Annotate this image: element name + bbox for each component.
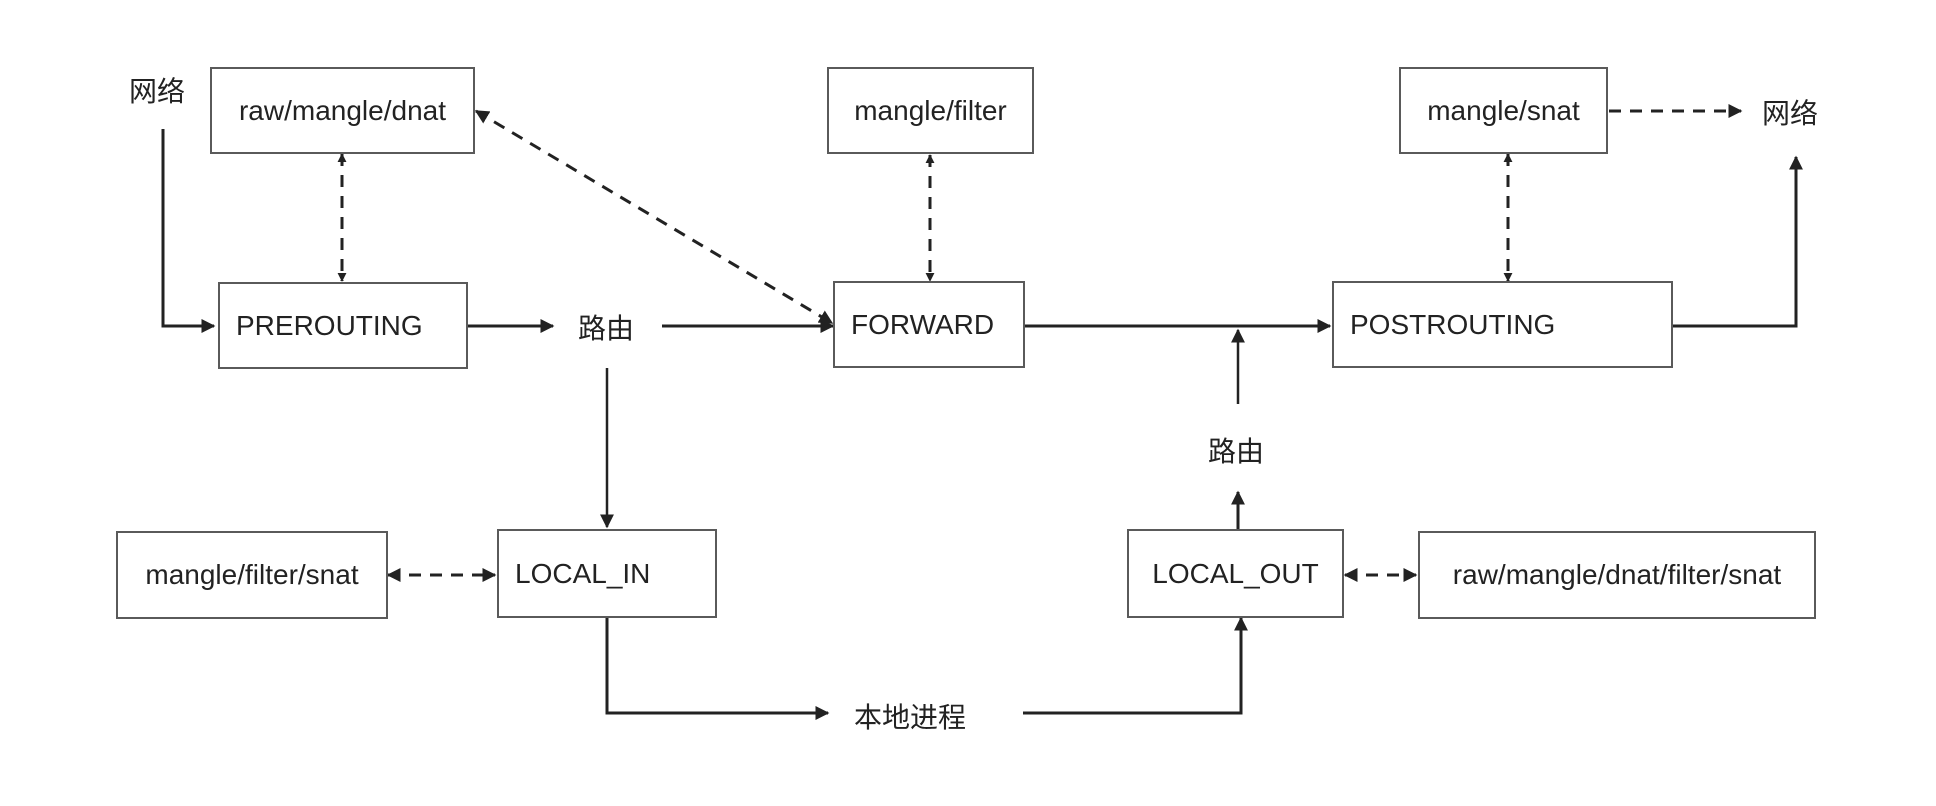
label-local-process: 本地进程 [853, 701, 967, 734]
node-forward: FORWARD [833, 281, 1025, 368]
node-postrouting: POSTROUTING [1332, 281, 1673, 368]
edge-postrouting-to-network [1672, 155, 1803, 328]
label-routing-1: 路由 [577, 312, 635, 345]
node-raw-mangle-dnat-filter-snat-label: raw/mangle/dnat/filter/snat [1452, 559, 1782, 590]
node-prerouting-label: PREROUTING [236, 309, 423, 341]
edge-network-to-prerouting [161, 129, 216, 333]
node-raw-mangle-dnat-filter-snat: raw/mangle/dnat/filter/snat [1418, 531, 1816, 619]
node-mangle-snat-label: mangle/snat [1427, 94, 1580, 126]
node-forward-label: FORWARD [851, 308, 995, 340]
label-network-in: 网络 [128, 75, 186, 108]
node-raw-mangle-dnat-label: raw/mangle/dnat [238, 94, 446, 126]
node-postrouting-label: POSTROUTING [1350, 308, 1556, 340]
node-local-in: LOCAL_IN [497, 529, 717, 618]
node-mangle-filter: mangle/filter [827, 67, 1034, 154]
node-local-out-label: LOCAL_OUT [1152, 557, 1319, 589]
node-raw-mangle-dnat: raw/mangle/dnat [210, 67, 475, 154]
node-local-in-label: LOCAL_IN [515, 557, 651, 589]
label-routing-2: 路由 [1207, 435, 1265, 468]
node-mangle-filter-snat-label: mangle/filter/snat [145, 559, 359, 590]
node-prerouting: PREROUTING [218, 282, 468, 369]
edge-raw-mangle-dnat-forward [474, 109, 834, 325]
edge-process-to-local-out [1023, 616, 1248, 715]
edge-local-in-to-process [605, 618, 830, 720]
label-network-out: 网络 [1761, 97, 1819, 130]
node-local-out: LOCAL_OUT [1127, 529, 1344, 618]
node-mangle-filter-label: mangle/filter [854, 94, 1007, 126]
node-mangle-filter-snat: mangle/filter/snat [116, 531, 388, 619]
node-mangle-snat: mangle/snat [1399, 67, 1608, 154]
